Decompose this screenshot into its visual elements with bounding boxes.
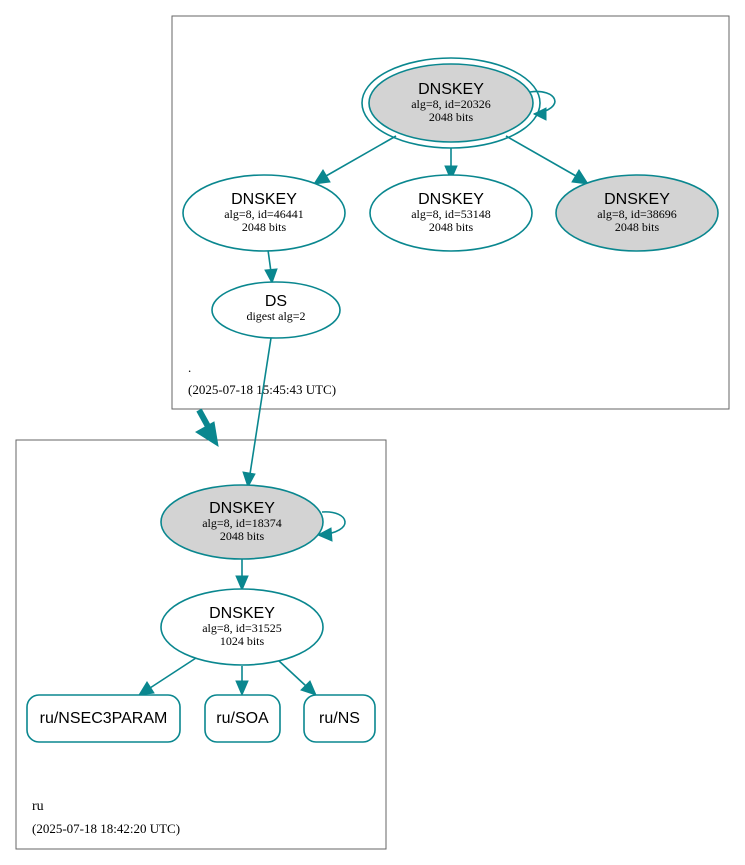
arrowhead-delegation (195, 421, 219, 448)
node-dnskey-46441: DNSKEY alg=8, id=46441 2048 bits (182, 174, 346, 252)
node-ds-ellipse (211, 281, 341, 339)
node-dnskey-20326-title: DNSKEY (418, 81, 484, 98)
edge-ds-to-ksk18374 (249, 337, 272, 475)
zone-ru-border (15, 439, 387, 850)
node-dnskey-38696-detail: alg=8, id=38696 (597, 207, 677, 221)
node-dnskey-31525: DNSKEY alg=8, id=31525 1024 bits (160, 588, 324, 666)
node-dnskey-53148: DNSKEY alg=8, id=53148 2048 bits (369, 174, 533, 252)
node-dnskey-31525-detail: alg=8, id=31525 (202, 621, 282, 635)
arrowhead-to-nsec3param (138, 681, 155, 696)
arrowhead-ksk18374-self (316, 527, 333, 542)
rrset-nsec3param: ru/NSEC3PARAM (26, 694, 181, 743)
node-dnskey-31525-size: 1024 bits (220, 634, 265, 648)
node-dnskey-18374-ellipse (160, 484, 324, 560)
node-dnskey-53148-ellipse (369, 174, 533, 252)
node-dnskey-53148-detail: alg=8, id=53148 (411, 207, 491, 221)
zone-ru-timestamp: (2025-07-18 18:42:20 UTC) (32, 821, 180, 836)
zone-root-border (171, 15, 730, 410)
arrowhead-ksk20326-self (532, 107, 547, 121)
edge-31525-to-ns (277, 659, 307, 687)
node-dnskey-18374-detail: alg=8, id=18374 (202, 516, 282, 530)
edge-ksk20326-to-38696 (505, 135, 577, 177)
node-dnskey-18374: DNSKEY alg=8, id=18374 2048 bits (160, 484, 324, 560)
node-dnskey-31525-title: DNSKEY (209, 605, 275, 622)
arrowhead-to-31525 (235, 575, 249, 592)
node-dnskey-38696-size: 2048 bits (615, 220, 660, 234)
zone-root: . (2025-07-18 15:45:43 UTC) (171, 15, 730, 410)
arrowhead-to-ns (300, 680, 317, 696)
arrowhead-to-53148 (444, 165, 458, 182)
zone-root-name: . (188, 360, 191, 375)
node-dnskey-38696: DNSKEY alg=8, id=38696 2048 bits (555, 174, 719, 252)
node-dnskey-18374-size: 2048 bits (220, 529, 265, 543)
rrset-ns: ru/NS (303, 694, 376, 743)
node-dnskey-31525-ellipse (160, 588, 324, 666)
node-dnskey-46441-detail: alg=8, id=46441 (224, 207, 304, 221)
zone-ru: ru (2025-07-18 18:42:20 UTC) (15, 439, 387, 850)
rrset-ns-label: ru/NS (319, 710, 360, 727)
node-dnskey-46441-size: 2048 bits (242, 220, 287, 234)
arrowhead-to-38696 (571, 169, 589, 185)
node-dnskey-18374-title: DNSKEY (209, 500, 275, 517)
node-dnskey-38696-title: DNSKEY (604, 191, 670, 208)
arrowhead-to-46441 (313, 169, 331, 185)
zone-ru-name: ru (32, 799, 44, 814)
edge-46441-to-ds (267, 249, 272, 273)
arrowhead-to-ds (264, 268, 278, 285)
node-dnskey-38696-ellipse (555, 174, 719, 252)
edge-31525-to-nsec3param (149, 657, 197, 689)
edge-ksk20326-to-46441 (325, 135, 397, 177)
rrset-soa: ru/SOA (204, 694, 281, 743)
rrset-soa-box (204, 694, 281, 743)
node-dnskey-53148-title: DNSKEY (418, 191, 484, 208)
rrset-nsec3param-box (26, 694, 181, 743)
node-dnskey-53148-size: 2048 bits (429, 220, 474, 234)
node-dnskey-20326-outer-ring (361, 57, 541, 149)
node-dnskey-46441-title: DNSKEY (231, 191, 297, 208)
arrowhead-to-soa (235, 680, 249, 697)
rrset-soa-label: ru/SOA (216, 710, 269, 727)
node-ds: DS digest alg=2 (211, 281, 341, 339)
arrowhead-to-ksk18374 (242, 471, 256, 489)
node-dnskey-20326-detail: alg=8, id=20326 (411, 97, 491, 111)
rrset-nsec3param-label: ru/NSEC3PARAM (40, 710, 168, 727)
node-dnskey-46441-ellipse (182, 174, 346, 252)
node-dnskey-20326-size: 2048 bits (429, 110, 474, 124)
zone-root-timestamp: (2025-07-18 15:45:43 UTC) (188, 382, 336, 397)
rrset-ns-box (303, 694, 376, 743)
edges (138, 90, 589, 697)
node-dnskey-20326-ellipse (368, 63, 534, 143)
node-dnskey-20326: DNSKEY alg=8, id=20326 2048 bits (361, 57, 541, 149)
node-ds-title: DS (265, 293, 287, 310)
node-ds-detail: digest alg=2 (246, 309, 305, 323)
